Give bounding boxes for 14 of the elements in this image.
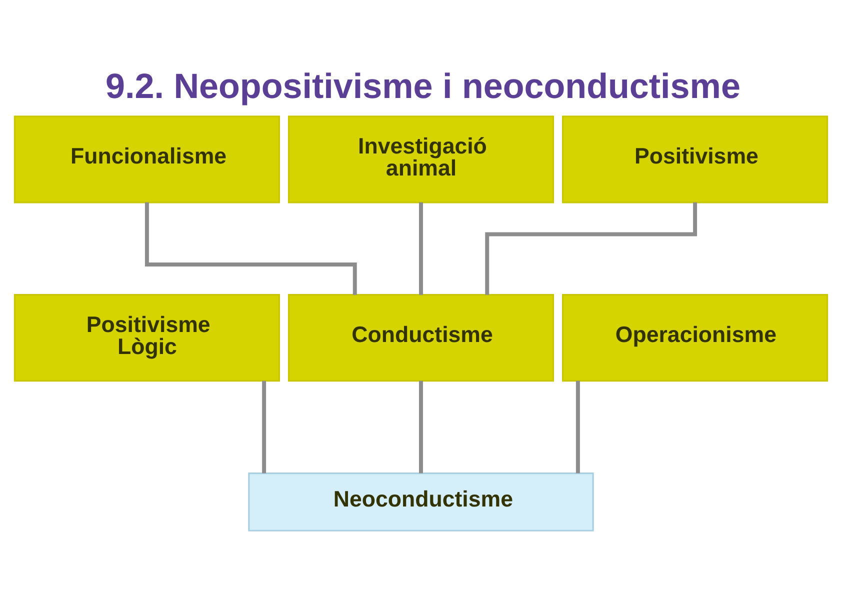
connector: [144, 202, 357, 294]
connector: [262, 380, 266, 473]
node-box: Conductisme: [288, 294, 554, 382]
connector: [419, 202, 423, 294]
node-box: Positivisme Lògic: [14, 294, 280, 382]
node-box: Funcionalisme: [14, 115, 280, 203]
connector: [485, 202, 698, 294]
diagram-title: 9.2. Neopositivisme i neoconductisme: [106, 66, 740, 106]
connector: [576, 380, 580, 473]
node-box: Investigació animal: [288, 115, 554, 203]
node-box: Operacionisme: [562, 294, 828, 382]
node-box: Positivisme: [562, 115, 828, 203]
node-box: Neoconductisme: [248, 472, 594, 531]
connector: [419, 380, 423, 473]
